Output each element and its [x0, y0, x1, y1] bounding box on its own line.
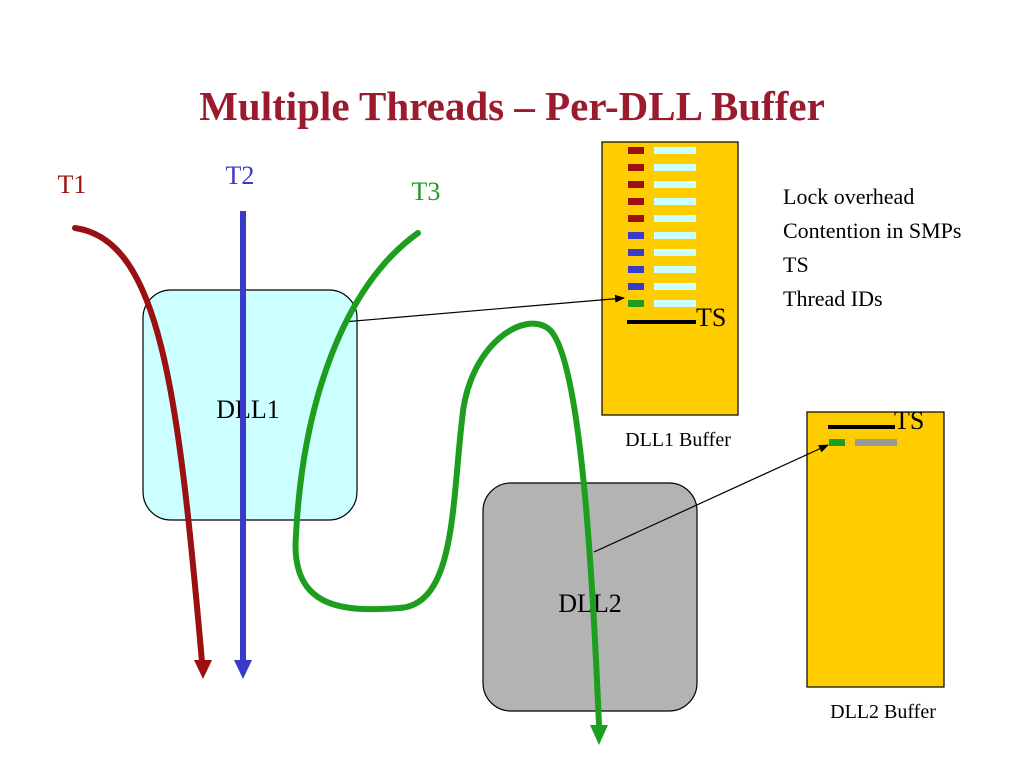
dll1-ts-label: TS — [696, 303, 726, 332]
dll1-buffer-caption: DLL1 Buffer — [625, 429, 731, 451]
dll1-ts-marker — [627, 320, 696, 324]
buffer-entry-data — [654, 232, 696, 239]
buffer-entry-data — [654, 198, 696, 205]
thread-t2-arrowhead — [234, 660, 252, 679]
buffer-entry-data — [654, 147, 696, 154]
dll1-buffer-entries — [628, 147, 696, 307]
thread-t2-label: T2 — [226, 161, 255, 190]
note-item: Thread IDs — [783, 286, 883, 311]
buffer-entry-data — [654, 266, 696, 273]
dll1-to-buffer-arrow — [342, 294, 625, 323]
buffer-entry-thread-id — [628, 249, 644, 256]
buffer-entry-data — [654, 300, 696, 307]
dll2-to-buffer-arrow — [593, 444, 829, 553]
dll2-buffer-caption: DLL2 Buffer — [830, 701, 936, 723]
dll2-ts-label: TS — [894, 406, 924, 435]
thread-t3-arrowhead — [590, 725, 608, 745]
note-item: Contention in SMPs — [783, 218, 962, 243]
dll2-buffer-entries — [829, 439, 897, 446]
buffer-entry-thread-id — [628, 232, 644, 239]
buffer-entry-thread-id — [628, 215, 644, 222]
note-item: TS — [783, 252, 809, 277]
buffer-entry-data — [855, 439, 897, 446]
thread-t1-label: T1 — [58, 170, 87, 199]
notes-list: Lock overhead Contention in SMPs TS Thre… — [783, 180, 961, 316]
buffer-entry-data — [654, 283, 696, 290]
buffer-entry-thread-id — [628, 266, 644, 273]
dll2-buffer — [806, 411, 945, 688]
thread-t1-path — [72, 225, 205, 665]
buffer-entry-data — [654, 181, 696, 188]
buffer-entry-thread-id — [628, 300, 644, 307]
dll1-label: DLL1 — [216, 395, 280, 424]
slide-title: Multiple Threads – Per-DLL Buffer — [199, 83, 825, 129]
thread-t3-path — [292, 230, 602, 728]
dll2-ts-marker — [828, 425, 895, 429]
buffer-entry-thread-id — [628, 283, 644, 290]
note-item: Lock overhead — [783, 184, 915, 209]
buffer-entry-thread-id — [829, 439, 845, 446]
buffer-entry-data — [654, 249, 696, 256]
buffer-entry-data — [654, 164, 696, 171]
thread-t1-arrowhead — [194, 660, 212, 679]
thread-t3-label: T3 — [412, 177, 441, 206]
buffer-entry-thread-id — [628, 147, 644, 154]
buffer-entry-thread-id — [628, 198, 644, 205]
buffer-entry-data — [654, 215, 696, 222]
buffer-entry-thread-id — [628, 164, 644, 171]
buffer-entry-thread-id — [628, 181, 644, 188]
